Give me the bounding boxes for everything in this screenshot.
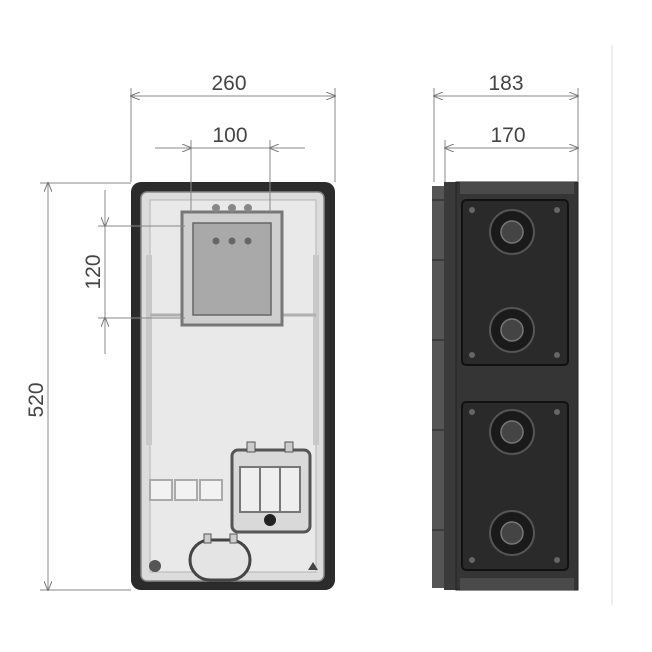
terminal-row bbox=[149, 479, 223, 501]
top-lip bbox=[460, 182, 574, 194]
dim-window-width-label: 100 bbox=[212, 124, 247, 147]
dim-window-height-label: 120 bbox=[82, 254, 105, 289]
front-dimensions bbox=[40, 88, 335, 590]
flange-ticks bbox=[432, 199, 444, 531]
dim-inner-depth-label: 170 bbox=[490, 124, 525, 147]
side-dimensions bbox=[434, 88, 578, 182]
mounting-flange bbox=[432, 186, 444, 588]
meter-window bbox=[180, 204, 284, 327]
dim-width-label: 260 bbox=[211, 72, 246, 95]
side-wall bbox=[444, 182, 456, 590]
knockout-icons bbox=[469, 207, 560, 563]
breaker-box bbox=[230, 441, 312, 534]
dim-depth-label: 183 bbox=[488, 72, 523, 95]
screw-icon bbox=[149, 560, 161, 572]
side-view bbox=[432, 45, 613, 605]
bottom-lip bbox=[460, 578, 574, 590]
right-rail bbox=[313, 255, 319, 445]
warning-triangle-icon bbox=[308, 562, 318, 570]
cable-entry bbox=[188, 533, 252, 582]
front-view bbox=[131, 182, 335, 590]
dim-height-label: 520 bbox=[25, 382, 48, 417]
lower-panel bbox=[461, 401, 569, 571]
left-rail bbox=[146, 255, 152, 445]
upper-panel bbox=[461, 199, 569, 366]
